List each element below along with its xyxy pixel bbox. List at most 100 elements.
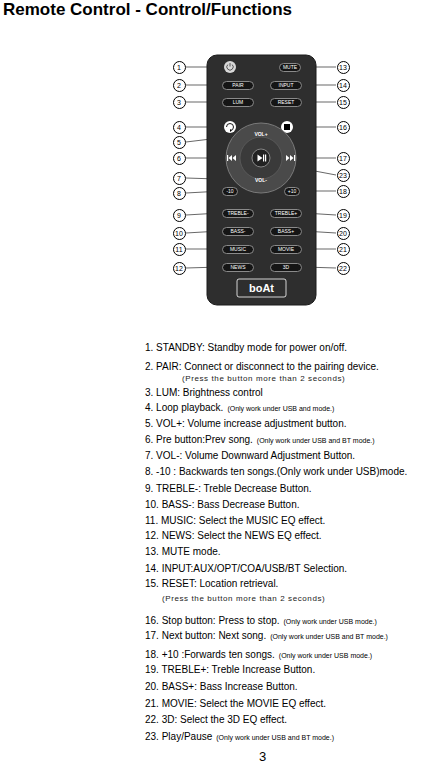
callout-number: 14 — [337, 79, 350, 92]
callout-number: 21 — [337, 243, 350, 256]
callout-number: 3 — [173, 96, 186, 109]
function-text: 22. 3D: Select the 3D EQ effect. — [145, 714, 287, 726]
function-row: 10. BASS-: Bass Decrease Button. — [145, 499, 300, 511]
function-text: 23. Play/Pause — [145, 731, 212, 743]
function-text: 9. TREBLE-: Treble Decrease Button. — [145, 483, 312, 495]
button-label: 3D — [283, 264, 289, 270]
remote-button: NEWS — [222, 263, 254, 272]
function-text: 8. -10 : Backwards ten songs.(Only work … — [145, 466, 407, 478]
callout-number: 19 — [337, 209, 350, 222]
function-note: (Only work under USB and BT mode.) — [270, 632, 388, 642]
function-text: 15. RESET: Location retrieval. — [145, 578, 278, 590]
callout-number: 10 — [173, 227, 186, 240]
function-text: 18. +10 :Forwards ten songs. — [145, 649, 275, 661]
callout-number: 12 — [173, 262, 186, 275]
remote-button: MOVIE — [270, 245, 302, 254]
function-text: 11. MUSIC: Select the MUSIC EQ effect. — [145, 515, 325, 527]
function-row: 8. -10 : Backwards ten songs.(Only work … — [145, 466, 407, 478]
remote-button: MUSIC — [222, 245, 254, 254]
function-note: (Only work under USB mode.) — [284, 617, 377, 627]
function-text: 6. Pre button:Prev song. — [145, 434, 253, 446]
callout-number: 9 — [173, 209, 186, 222]
callout-number: 15 — [337, 96, 350, 109]
button-label: LUM — [233, 99, 244, 105]
remote-button: PAIR — [222, 81, 254, 90]
function-text: 5. VOL+: Volume increase adjustment butt… — [145, 418, 347, 430]
function-row: 14. INPUT:AUX/OPT/COA/USB/BT Selection. — [145, 563, 347, 575]
function-text: 16. Stop button: Press to stop. — [145, 615, 280, 627]
callout-number: 8 — [173, 187, 186, 200]
function-text: 2. PAIR: Connect or disconnect to the pa… — [145, 361, 379, 373]
function-row: 12. NEWS: Select the NEWS EQ effect. — [145, 530, 322, 542]
callout-number: 18 — [337, 185, 350, 198]
button-label: PAIR — [232, 82, 243, 88]
remote-button: MUTE — [279, 63, 301, 72]
function-text: 7. VOL-: Volume Downward Adjustment Butt… — [145, 450, 355, 462]
function-row: 18. +10 :Forwards ten songs. (Only work u… — [145, 649, 372, 661]
callout-number: 22 — [337, 262, 350, 275]
function-text: 20. BASS+: Bass Increase Button. — [145, 681, 298, 693]
function-row: 15. RESET: Location retrieval. — [145, 578, 278, 590]
function-text: 19. TREBLE+: Treble Increase Button. — [145, 664, 315, 676]
function-text: 3. LUM: Brightness control — [145, 387, 263, 399]
function-row: 17. Next button: Next song. (Only work un… — [145, 630, 388, 642]
button-label: MUTE — [283, 64, 297, 70]
callout-number: 23 — [337, 169, 350, 182]
function-text: 4. Loop playback. — [145, 402, 223, 414]
function-note: (Only work under USB and BT mode.) — [257, 436, 375, 446]
button-label: NEWS — [231, 264, 246, 270]
function-row: 7. VOL-: Volume Downward Adjustment Butt… — [145, 450, 355, 462]
function-row: 21. MOVIE: Select the MOVIE EQ effect. — [145, 698, 326, 710]
callout-number: 17 — [337, 152, 350, 165]
function-row: 23. Play/Pause (Only work under USB and B… — [145, 731, 334, 743]
function-note: (Press the button more than 2 seconds) — [182, 374, 345, 384]
button-label: +10 — [288, 188, 296, 194]
callout-number: 6 — [173, 152, 186, 165]
function-text: 12. NEWS: Select the NEWS EQ effect. — [145, 530, 322, 542]
callout-number: 5 — [173, 136, 186, 149]
function-row: 1. STANDBY: Standby mode for power on/of… — [145, 342, 347, 354]
callout-number: 7 — [173, 172, 186, 185]
function-text: 13. MUTE mode. — [145, 546, 221, 558]
function-row: 6. Pre button:Prev song. (Only work under… — [145, 434, 375, 446]
function-note: (Only work under USB mode.) — [279, 651, 372, 661]
function-text: 21. MOVIE: Select the MOVIE EQ effect. — [145, 698, 326, 710]
button-label: MUSIC — [230, 246, 246, 252]
function-row: 2. PAIR: Connect or disconnect to the pa… — [145, 361, 379, 373]
disk-label: VOL+ — [254, 131, 267, 137]
remote-button: 3D — [270, 263, 302, 272]
button-label: RESET — [278, 99, 295, 105]
remote-button: TREBLE- — [222, 209, 254, 218]
remote-button: -10 — [222, 187, 238, 196]
disk-label: VOL- — [255, 177, 267, 183]
brand-logo: boAt — [207, 281, 316, 295]
callout-number: 16 — [337, 121, 350, 134]
function-text: 14. INPUT:AUX/OPT/COA/USB/BT Selection. — [145, 563, 347, 575]
function-row: 4. Loop playback. (Only work under USB an… — [145, 402, 334, 414]
remote-button: TREBLE+ — [270, 209, 302, 218]
remote-button: RESET — [270, 98, 302, 107]
function-row: 13. MUTE mode. — [145, 546, 221, 558]
function-note: (Only work under USB and mode.) — [227, 404, 334, 414]
function-row: 11. MUSIC: Select the MUSIC EQ effect. — [145, 515, 325, 527]
callout-number: 11 — [173, 243, 186, 256]
remote-button: LUM — [222, 98, 254, 107]
page-number: 3 — [259, 749, 266, 764]
function-row: 22. 3D: Select the 3D EQ effect. — [145, 714, 287, 726]
function-row: 9. TREBLE-: Treble Decrease Button. — [145, 483, 312, 495]
callout-number: 1 — [173, 61, 186, 74]
function-row: 20. BASS+: Bass Increase Button. — [145, 681, 298, 693]
button-label: INPUT — [279, 82, 294, 88]
function-note: (Only work under USB and BT mode.) — [216, 733, 334, 743]
function-row: 5. VOL+: Volume increase adjustment butt… — [145, 418, 347, 430]
function-row: 19. TREBLE+: Treble Increase Button. — [145, 664, 315, 676]
remote-button: +10 — [284, 187, 300, 196]
callout-number: 13 — [337, 61, 350, 74]
function-text: 1. STANDBY: Standby mode for power on/of… — [145, 342, 347, 354]
button-label: -10 — [226, 188, 233, 194]
remote-button: BASS- — [222, 227, 254, 236]
page-title: Remote Control - Control/Functions — [3, 0, 292, 20]
button-label: BASS- — [230, 228, 245, 234]
function-text: 17. Next button: Next song. — [145, 630, 266, 642]
function-text: 10. BASS-: Bass Decrease Button. — [145, 499, 300, 511]
